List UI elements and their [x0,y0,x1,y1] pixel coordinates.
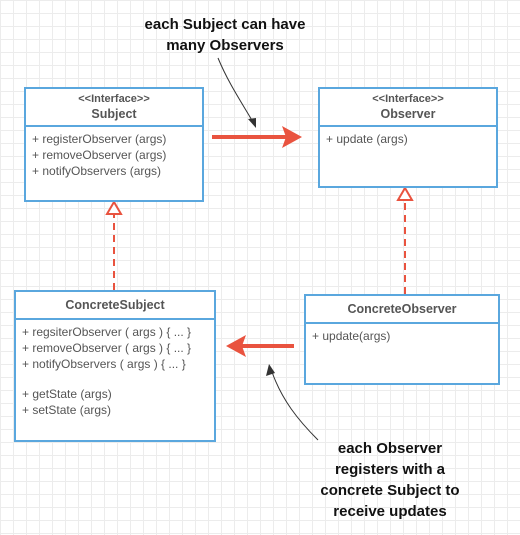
method-update-impl: + update(args) [312,329,391,343]
method-regsiter-observer-impl: + regsiterObserver ( args ) { ... } [22,325,192,339]
method-register-observer: + registerObserver (args) [32,132,167,146]
class-concrete-observer-methods: + update(args) [306,324,498,348]
class-observer: <<Interface>> Observer + update (args) [318,87,498,188]
note-top-line-1: each Subject can have [144,16,306,33]
class-concrete-observer: ConcreteObserver + update(args) [304,294,500,385]
class-concrete-observer-header: ConcreteObserver [306,296,498,324]
class-concrete-observer-name: ConcreteObserver [347,302,457,316]
method-remove-observer-impl: + removeObserver ( args ) { ... } [22,341,192,355]
class-observer-header: <<Interface>> Observer [320,89,496,127]
class-subject-methods: + registerObserver (args) + removeObserv… [26,127,202,183]
method-update: + update (args) [326,132,408,146]
class-observer-methods: + update (args) [320,127,496,151]
note-pointer-bottom-head [266,364,275,376]
class-observer-stereotype: <<Interface>> [372,93,444,105]
realization-triangle-observer [396,186,414,201]
class-subject-name: Subject [91,107,137,121]
class-observer-name: Observer [380,107,436,121]
method-notify-observers: + notifyObservers (args) [32,164,162,178]
method-notify-observers-impl: + notifyObservers ( args ) { ... } [22,357,186,371]
method-set-state: + setState (args) [22,403,112,417]
note-bottom-line-2: registers with a [334,461,446,478]
association-arrowhead-top [282,126,302,148]
method-remove-observer: + removeObserver (args) [32,148,167,162]
class-concrete-subject-name: ConcreteSubject [65,298,165,312]
note-top-line-2: many Observers [166,37,284,54]
class-concrete-subject: ConcreteSubject + regsiterObserver ( arg… [14,290,216,442]
note-bottom-line-4: receive updates [333,503,447,520]
note-top: each Subject can have many Observers [120,14,330,56]
note-pointer-bottom [271,371,319,441]
note-pointer-top [217,57,254,123]
note-bottom: each Observer registers with a concrete … [290,438,490,522]
class-concrete-subject-header: ConcreteSubject [16,292,214,320]
class-subject-header: <<Interface>> Subject [26,89,202,127]
class-concrete-subject-methods: + regsiterObserver ( args ) { ... } + re… [16,320,214,422]
method-spacer [22,372,208,386]
realization-triangle-subject [105,200,123,215]
note-bottom-line-3: concrete Subject to [320,482,460,499]
note-bottom-line-1: each Observer [337,440,443,457]
note-pointer-top-head [248,118,256,128]
class-subject-stereotype: <<Interface>> [78,93,150,105]
association-arrowhead-bottom [226,335,246,357]
method-get-state: + getState (args) [22,387,112,401]
class-subject: <<Interface>> Subject + registerObserver… [24,87,204,202]
